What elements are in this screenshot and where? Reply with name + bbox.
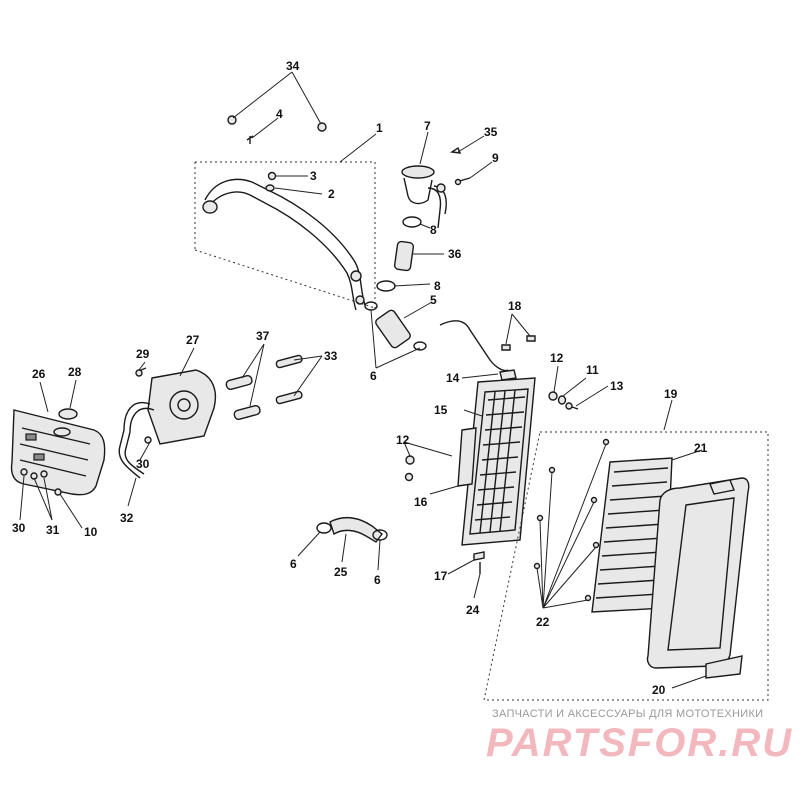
callout-30-middle: 30: [136, 457, 150, 471]
callout-7: 7: [424, 119, 431, 133]
grommet-12-right: [548, 391, 558, 401]
callout-30-left: 30: [12, 521, 26, 535]
hose-36: [393, 240, 415, 272]
callout-18: 18: [508, 299, 522, 313]
watermark: ЗАПЧАСТИ И АКСЕССУАРЫ ДЛЯ МОТОТЕХНИКИ PA…: [486, 708, 793, 765]
guard-emblem-20: [705, 655, 743, 679]
grommet-12-left: [405, 455, 415, 465]
callout-33: 33: [324, 349, 338, 363]
callout-labels: 34 4 1 7 35 9 3 2 8 36 8 5 18 6 29 27 37…: [12, 59, 708, 697]
callout-35: 35: [484, 125, 498, 139]
callout-24: 24: [466, 603, 480, 617]
nut-lower-left: [404, 472, 414, 482]
callout-17: 17: [434, 569, 448, 583]
callout-19: 19: [664, 387, 678, 401]
collar-11: [557, 395, 567, 405]
callout-21: 21: [694, 441, 708, 455]
clamp-8-lower: [376, 280, 396, 292]
callout-29: 29: [136, 347, 150, 361]
studs-33: [275, 354, 303, 405]
callout-16: 16: [414, 495, 428, 509]
callout-6-lower-right: 6: [374, 573, 381, 587]
guard-mesh-21: [591, 457, 673, 613]
reservoir-tank-26: [10, 409, 106, 496]
watermark-subtitle: ЗАПЧАСТИ И АКСЕССУАРЫ ДЛЯ МОТОТЕХНИКИ: [492, 708, 763, 720]
callout-36: 36: [448, 247, 462, 261]
callout-9: 9: [492, 151, 499, 165]
lower-hose-25: [329, 516, 383, 543]
guard-frame-19: [646, 477, 750, 669]
callout-26: 26: [32, 367, 46, 381]
screws-22: [533, 438, 610, 602]
reservoir-hose-32: [118, 401, 155, 479]
callout-20: 20: [652, 683, 666, 697]
upper-coolant-hose: [202, 178, 366, 311]
bracket-17: [473, 551, 485, 561]
clips-30-31: [20, 468, 62, 496]
callout-31: 31: [46, 523, 60, 537]
callout-27: 27: [186, 333, 200, 347]
callout-28: 28: [68, 365, 82, 379]
overflow-tube: [439, 320, 509, 372]
callout-11: 11: [586, 363, 599, 377]
washer-2: [265, 184, 275, 192]
bolt-13: [565, 402, 579, 410]
bolt-29: [135, 367, 147, 377]
clamp-6-lower-left: [316, 522, 332, 534]
clip-35: [450, 146, 462, 154]
callout-2: 2: [328, 187, 335, 201]
callout-3: 3: [310, 169, 317, 183]
callout-1: 1: [376, 121, 383, 135]
callout-5: 5: [430, 293, 437, 307]
watermark-brand: PARTSFOR.RU: [486, 721, 793, 765]
guard-group-bracket: [483, 431, 769, 701]
hose-5: [375, 309, 411, 349]
callout-25: 25: [334, 565, 348, 579]
callout-6-top: 6: [370, 369, 377, 383]
bolt-4: [246, 135, 254, 144]
callout-8-lower: 8: [434, 279, 441, 293]
callout-12-right: 12: [550, 351, 564, 365]
callout-10: 10: [84, 525, 98, 539]
hose-group-bracket: [194, 161, 376, 309]
callout-14: 14: [446, 371, 460, 385]
callout-15: 15: [434, 403, 448, 417]
filler-neck-7: [401, 165, 447, 229]
callout-8-upper: 8: [430, 223, 437, 237]
pump-cover-27: [147, 369, 217, 445]
callout-6-lower-left: 6: [290, 557, 297, 571]
callout-12-left: 12: [396, 433, 410, 447]
radiator-cap-14: [499, 369, 517, 381]
callout-13: 13: [610, 379, 624, 393]
clip-30-middle: [144, 436, 152, 444]
leader-lines: [19, 71, 707, 689]
bolt-9: [454, 177, 471, 186]
callout-32: 32: [120, 511, 134, 525]
fastener-34-right: [317, 122, 327, 132]
reservoir-cap-28: [58, 408, 78, 420]
radiator-core-15: [457, 377, 536, 546]
callout-34: 34: [286, 59, 300, 73]
clamp-8-upper: [402, 216, 422, 228]
nut-3: [267, 171, 277, 181]
callout-37: 37: [256, 329, 270, 343]
bolts-18: [501, 335, 536, 351]
dowels-37: [225, 374, 261, 420]
callout-4: 4: [276, 107, 283, 121]
callout-22: 22: [536, 615, 550, 629]
fastener-34-left: [227, 115, 237, 125]
